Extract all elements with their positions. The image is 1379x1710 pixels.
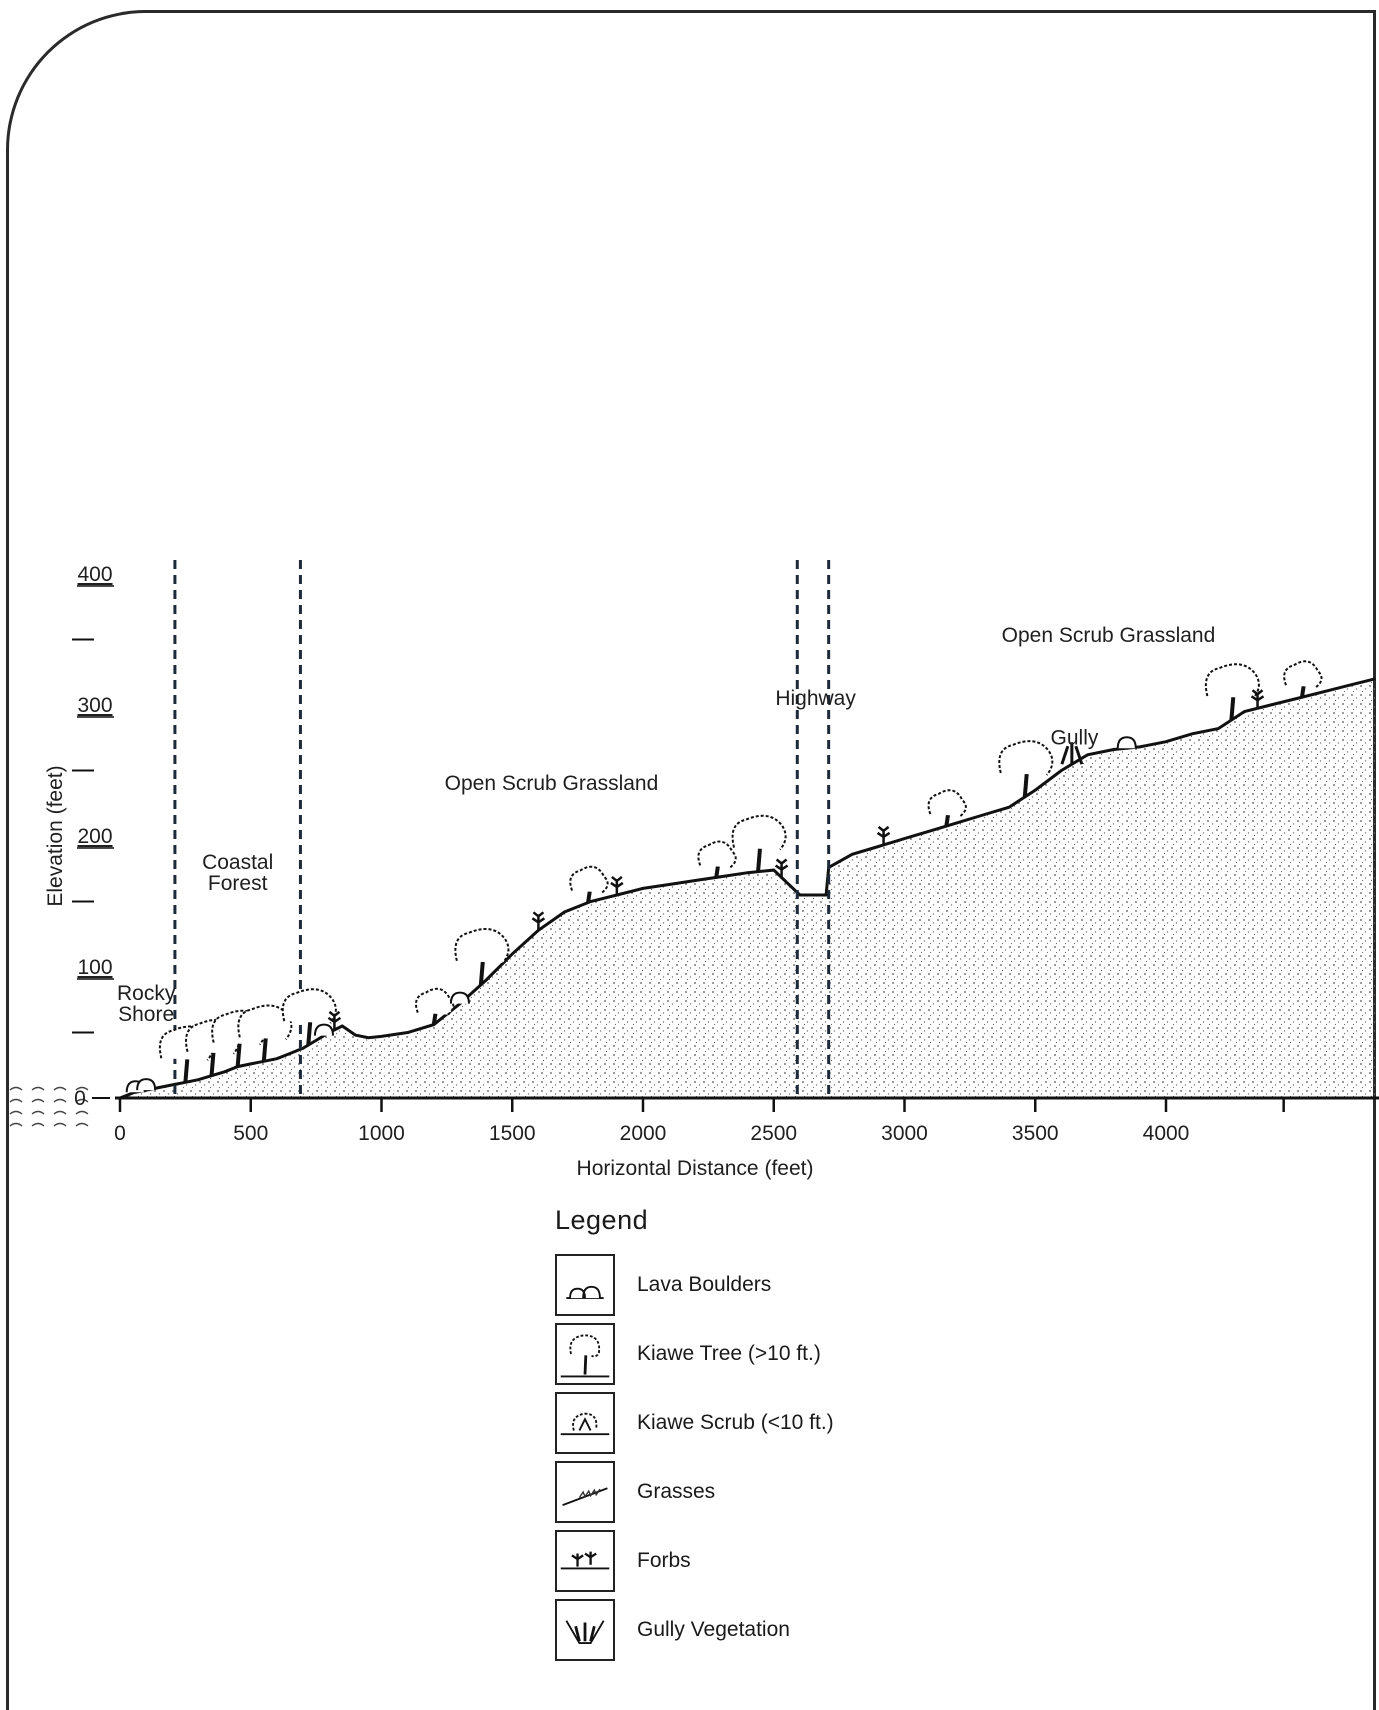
x-tick-label: 500 (233, 1122, 268, 1145)
forbs-icon (531, 911, 546, 931)
canopy (415, 987, 455, 1016)
grasses-icon (555, 1460, 615, 1523)
canopy (237, 1004, 293, 1040)
kiawe-tree-icon (237, 1004, 293, 1062)
gully-vegetation-icon (1060, 742, 1084, 765)
zone-label-line: Coastal (202, 851, 273, 874)
x-tick-label: 1000 (358, 1122, 405, 1145)
canopy (1283, 660, 1323, 688)
forbs-icon (555, 1529, 615, 1592)
zone-label: Open Scrub Grassland (1002, 624, 1216, 647)
canopy (927, 789, 967, 817)
zone-label-line: Open Scrub Grassland (445, 772, 659, 795)
zone-label: Highway (775, 687, 856, 710)
canopy (569, 865, 609, 894)
zone-label-line: Gully (1051, 726, 1099, 749)
canopy (454, 927, 510, 964)
legend-item-label: Kiawe Scrub (<10 ft.) (637, 1410, 834, 1434)
ground-fill (120, 678, 1376, 1098)
legend-item: Grasses (555, 1457, 975, 1526)
ground-surface-line (119, 677, 1376, 1100)
kiawe-tree-icon (731, 814, 787, 872)
forbs-icon (610, 875, 624, 895)
canopy (281, 988, 337, 1024)
legend-item-label: Lava Boulders (637, 1272, 772, 1296)
y-tick-label: 0 (74, 1087, 86, 1110)
x-tick-label: 3500 (1012, 1122, 1059, 1145)
lava-boulders-icon (555, 1253, 615, 1316)
kiawe-scrub-icon (555, 1391, 615, 1454)
water-ripple (9, 1098, 89, 1103)
legend-item-label: Forbs (637, 1548, 691, 1572)
lava-boulders-icon (313, 1023, 334, 1036)
x-tick-label: 2000 (620, 1122, 667, 1145)
legend-item: Kiawe Tree (>10 ft.) (555, 1319, 975, 1388)
kiawe-scrub-icon (927, 789, 967, 827)
gully-vegetation-icon (555, 1598, 615, 1661)
kiawe-scrub-icon (415, 987, 455, 1025)
water-ripple (9, 1086, 89, 1091)
zone-label-line: Forest (208, 872, 268, 895)
forbs-icon (327, 1010, 342, 1030)
y-tick-label: 200 (77, 825, 112, 848)
x-tick-label: 4000 (1143, 1122, 1190, 1145)
x-axis-label: Horizontal Distance (feet) (577, 1157, 814, 1180)
y-tick-label: 100 (77, 956, 112, 979)
zone-label: Gully (1051, 726, 1099, 749)
canopy (998, 740, 1054, 776)
x-tick-label: 1500 (489, 1122, 536, 1145)
x-tick-label: 0 (114, 1122, 126, 1145)
y-axis-label: Elevation (feet) (44, 765, 67, 906)
kiawe-tree-icon (454, 927, 510, 985)
zone-label-line: Rocky (117, 982, 176, 1005)
kiawe-tree-icon (998, 740, 1054, 798)
zone-label-line: Highway (775, 687, 856, 710)
x-tick-label: 2500 (750, 1122, 797, 1145)
lava-boulders-icon (1116, 736, 1137, 749)
x-tick-label: 3000 (881, 1122, 928, 1145)
legend-item-label: Grasses (637, 1479, 716, 1503)
canopy (697, 840, 737, 869)
zone-label-line: Shore (118, 1003, 174, 1026)
zone-label-line: Open Scrub Grassland (1002, 624, 1216, 647)
forbs-icon (774, 858, 789, 878)
legend-item-label: Gully Vegetation (637, 1617, 790, 1641)
water-ripple (9, 1110, 89, 1115)
kiawe-tree-icon (1204, 663, 1260, 721)
legend-item: Kiawe Scrub (<10 ft.) (555, 1388, 975, 1457)
lava-boulders-icon (136, 1078, 157, 1091)
canopy (1204, 663, 1260, 699)
y-tick-label: 400 (77, 563, 112, 586)
elevation-profile-chart: 0 500 1000 1500 2000 2500 3000 3500 4000 0 100 200 3… (9, 560, 1379, 1180)
legend-title: Legend (555, 1205, 649, 1235)
canopy (731, 814, 787, 851)
kiawe-tree-icon (555, 1322, 615, 1385)
forbs-icon (876, 825, 891, 845)
kiawe-tree-icon (281, 988, 337, 1046)
y-tick-label: 300 (77, 694, 112, 717)
lava-boulders-icon (449, 991, 470, 1004)
legend-item: Gully Vegetation (555, 1595, 975, 1664)
kiawe-scrub-icon (569, 865, 609, 903)
forbs-icon (1250, 689, 1265, 709)
legend-item: Forbs (555, 1526, 975, 1595)
legend-item: Lava Boulders (555, 1250, 975, 1319)
kiawe-scrub-icon (1283, 660, 1323, 698)
legend-item-label: Kiawe Tree (>10 ft.) (637, 1341, 821, 1365)
kiawe-scrub-icon (697, 840, 737, 878)
zone-label: Open Scrub Grassland (445, 772, 659, 795)
water-ripple (9, 1122, 89, 1127)
